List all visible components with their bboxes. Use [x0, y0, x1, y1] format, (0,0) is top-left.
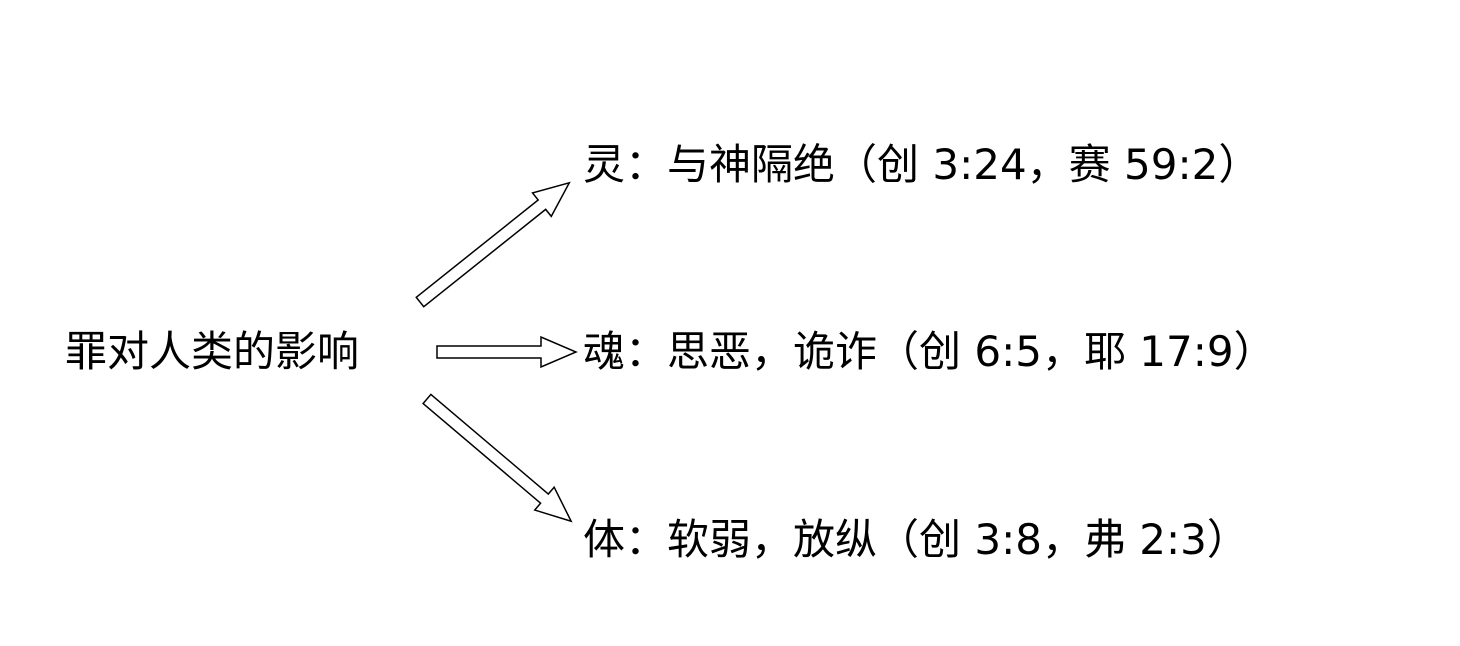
arrow-to-soul [436, 335, 578, 369]
arrow-to-body [422, 393, 573, 523]
source-label: 罪对人类的影响 [65, 327, 360, 376]
arrow-to-spirit [415, 181, 571, 308]
effect-soul: 魂：思恶，诡诈（创 6:5，耶 17:9） [583, 327, 1276, 376]
effect-body: 体：软弱，放纵（创 3:8，弗 2:3） [583, 515, 1249, 564]
effect-spirit: 灵：与神隔绝（创 3:24，赛 59:2） [583, 140, 1261, 189]
